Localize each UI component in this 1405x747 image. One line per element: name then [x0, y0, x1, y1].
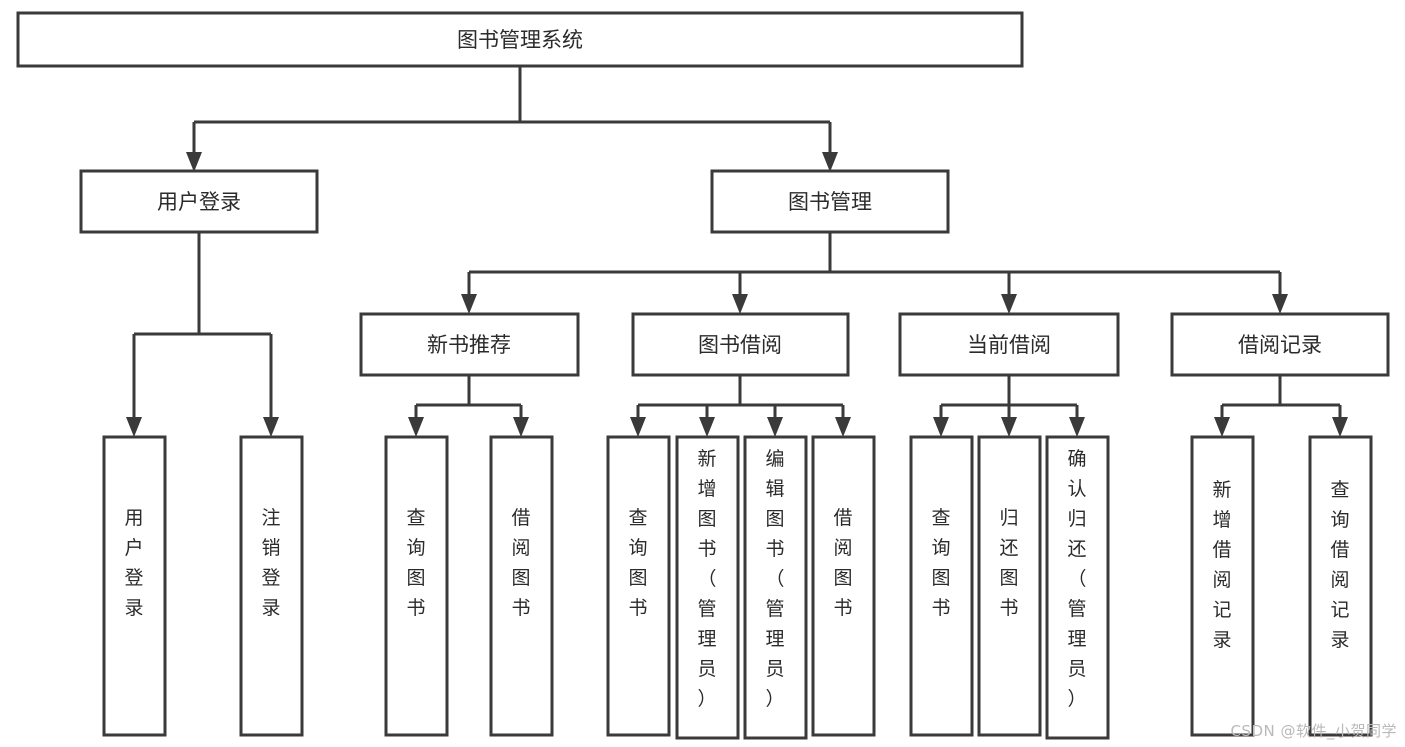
connector-book-manage-to-level3	[461, 232, 1288, 314]
arrowhead-leaf-return-book	[1001, 417, 1017, 437]
node-leaf-add-book-label: 新增图书（管理员）	[697, 448, 716, 710]
node-borrow-record[interactable]: 借阅记录	[1170, 312, 1390, 377]
node-leaf-borrow-book-2[interactable]: 借阅图书	[811, 435, 876, 737]
node-new-book-recommend[interactable]: 新书推荐	[359, 312, 580, 377]
node-leaf-confirm-return-label: 确认归还（管理员）	[1067, 448, 1086, 710]
node-current-borrow-label: 当前借阅	[967, 333, 1051, 357]
arrowhead-leaf-add-record	[1214, 417, 1230, 437]
node-leaf-confirm-return[interactable]: 确认归还（管理员）	[1045, 435, 1110, 740]
connector-user-login-to-leaves	[126, 232, 279, 437]
arrowhead-book-manage	[822, 152, 838, 172]
connector-current-borrow-to-leaves	[933, 375, 1085, 437]
arrowhead-leaf-query-record	[1332, 417, 1348, 437]
node-leaf-logout-login-label: 注销登录	[261, 507, 280, 619]
node-leaf-query-book-3-label: 查询图书	[931, 507, 950, 619]
node-new-book-recommend-label: 新书推荐	[427, 333, 511, 357]
node-leaf-query-book-2-label: 查询图书	[628, 507, 647, 619]
node-book-borrow[interactable]: 图书借阅	[631, 312, 850, 377]
arrowhead-leaf-confirm-return	[1069, 417, 1085, 437]
connector-root-to-level2	[186, 66, 838, 172]
arrowhead-leaf-user-login	[126, 417, 142, 437]
arrowhead-user-login	[186, 152, 202, 172]
node-leaf-user-login[interactable]: 用户登录	[102, 435, 167, 737]
arrowhead-book-borrow	[732, 294, 748, 314]
arrowhead-leaf-add-book	[699, 417, 715, 437]
node-leaf-return-book[interactable]: 归还图书	[977, 435, 1042, 737]
node-borrow-record-label: 借阅记录	[1238, 333, 1322, 357]
arrowhead-leaf-borrow-book-1	[513, 417, 529, 437]
node-leaf-borrow-book-1[interactable]: 借阅图书	[489, 435, 554, 737]
node-leaf-user-login-label: 用户登录	[124, 507, 143, 619]
arrowhead-current-borrow	[1001, 294, 1017, 314]
arrowhead-leaf-query-book-2	[630, 417, 646, 437]
node-root-label: 图书管理系统	[457, 28, 583, 52]
node-book-manage-label: 图书管理	[788, 190, 872, 214]
node-root[interactable]: 图书管理系统	[16, 11, 1024, 68]
node-user-login[interactable]: 用户登录	[79, 169, 319, 234]
arrowhead-leaf-query-book-3	[933, 417, 949, 437]
connector-borrow-record-to-leaves	[1214, 375, 1348, 437]
node-book-borrow-label: 图书借阅	[698, 333, 782, 357]
node-leaf-add-record-label: 新增借阅记录	[1212, 479, 1231, 651]
node-current-borrow[interactable]: 当前借阅	[898, 312, 1120, 377]
node-leaf-add-record[interactable]: 新增借阅记录	[1190, 435, 1255, 737]
node-leaf-query-record[interactable]: 查询借阅记录	[1308, 435, 1373, 737]
node-book-manage[interactable]: 图书管理	[710, 169, 950, 234]
arrowhead-leaf-logout-login	[263, 417, 279, 437]
node-leaf-borrow-book-1-label: 借阅图书	[511, 507, 530, 619]
node-leaf-query-record-label: 查询借阅记录	[1330, 479, 1349, 651]
node-leaf-query-book-3[interactable]: 查询图书	[909, 435, 974, 737]
arrowhead-leaf-edit-book	[767, 417, 783, 437]
arrowhead-leaf-query-book-1	[408, 417, 424, 437]
node-leaf-query-book-1[interactable]: 查询图书	[384, 435, 449, 737]
node-leaf-borrow-book-2-label: 借阅图书	[833, 507, 852, 619]
arrowhead-leaf-borrow-book-2	[835, 417, 851, 437]
node-user-login-label: 用户登录	[157, 190, 241, 214]
node-leaf-add-book[interactable]: 新增图书（管理员）	[675, 435, 740, 740]
node-leaf-edit-book-label: 编辑图书（管理员）	[765, 448, 784, 710]
arrowhead-borrow-record	[1272, 294, 1288, 314]
node-leaf-edit-book[interactable]: 编辑图书（管理员）	[743, 435, 808, 740]
node-leaf-query-book-1-label: 查询图书	[406, 507, 425, 619]
arrowhead-new-book-recommend	[461, 294, 477, 314]
node-leaf-return-book-label: 归还图书	[999, 507, 1018, 619]
node-leaf-logout-login[interactable]: 注销登录	[239, 435, 304, 737]
connector-book-borrow-to-leaves	[630, 375, 851, 437]
connector-new-book-recommend-to-leaves	[408, 375, 529, 437]
node-leaf-query-book-2[interactable]: 查询图书	[606, 435, 671, 737]
